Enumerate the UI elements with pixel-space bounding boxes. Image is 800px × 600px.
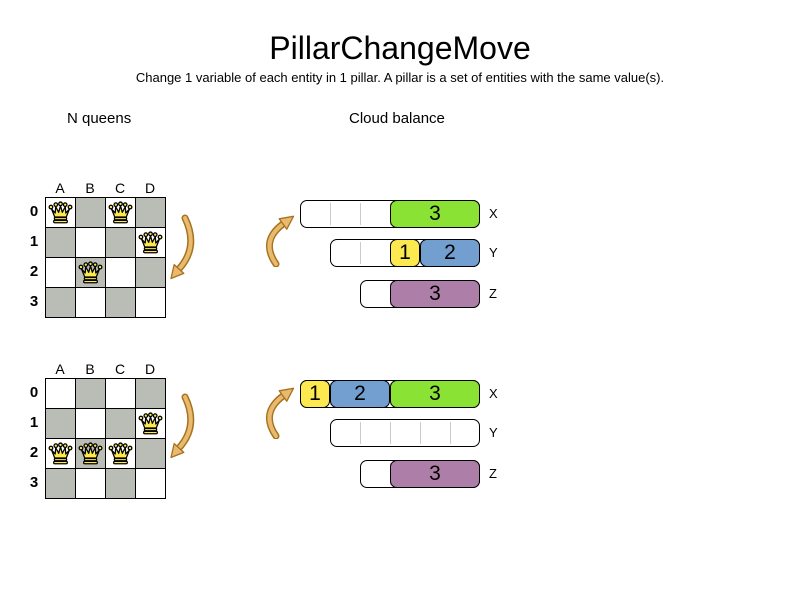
queen-icon: [138, 412, 163, 435]
computer-label-Y: Y: [489, 425, 498, 440]
board-cell-A0: [46, 379, 75, 408]
slot-divider: [359, 242, 361, 264]
board-cell-A2: [46, 258, 75, 287]
slot-divider: [389, 422, 391, 444]
queen-icon: [48, 201, 73, 224]
column-header-C: C: [114, 180, 126, 196]
board-cell-A1: [46, 409, 75, 438]
queen-icon: [78, 442, 103, 465]
row-label-0: 0: [29, 203, 39, 220]
nqueens-board-after: A B C D 0 1 2 3: [25, 361, 175, 502]
pillar-move-down-arrow-after: [170, 393, 195, 459]
process-block-1: 1: [390, 239, 420, 267]
board-cell-C2: [106, 439, 135, 468]
computer-label-Z: Z: [489, 286, 497, 301]
queen-icon: [108, 442, 133, 465]
row-label-3: 3: [29, 474, 39, 491]
queen-icon: [78, 261, 103, 284]
board-cell-D2: [136, 258, 165, 287]
board-cell-D1: [136, 228, 165, 257]
computer-label-X: X: [489, 206, 498, 221]
column-header-B: B: [85, 180, 95, 196]
process-block-1: 1: [300, 380, 330, 408]
slot-divider: [419, 422, 421, 444]
board-cell-D3: [136, 288, 165, 317]
board-cell-D0: [136, 198, 165, 227]
cloud-section-label: Cloud balance: [349, 110, 445, 127]
chessboard: [45, 197, 166, 318]
column-header-A: A: [55, 180, 65, 196]
column-header-D: D: [144, 361, 156, 377]
column-header-C: C: [114, 361, 126, 377]
board-cell-A1: [46, 228, 75, 257]
queen-icon: [138, 231, 163, 254]
board-cell-A3: [46, 469, 75, 498]
column-header-A: A: [55, 361, 65, 377]
board-cell-C0: [106, 198, 135, 227]
computer-bar-Y: [330, 419, 480, 447]
board-cell-B3: [76, 469, 105, 498]
board-cell-C3: [106, 288, 135, 317]
process-block-2: 2: [420, 239, 480, 267]
computer-label-Y: Y: [489, 245, 498, 260]
row-label-0: 0: [29, 384, 39, 401]
board-cell-B0: [76, 198, 105, 227]
row-label-1: 1: [29, 414, 39, 431]
board-cell-B1: [76, 228, 105, 257]
row-label-2: 2: [29, 444, 39, 461]
board-cell-D2: [136, 439, 165, 468]
process-block-2: 2: [330, 380, 390, 408]
computer-label-X: X: [489, 386, 498, 401]
slot-divider: [359, 422, 361, 444]
row-label-1: 1: [29, 233, 39, 250]
process-block-3: 3: [390, 200, 480, 228]
board-cell-A2: [46, 439, 75, 468]
process-block-3: 3: [390, 460, 480, 488]
pillar-move-down-arrow-before: [170, 214, 195, 280]
slot-divider: [329, 203, 331, 225]
chessboard: [45, 378, 166, 499]
row-label-2: 2: [29, 263, 39, 280]
column-header-B: B: [85, 361, 95, 377]
board-cell-B0: [76, 379, 105, 408]
computer-label-Z: Z: [489, 466, 497, 481]
board-cell-C1: [106, 409, 135, 438]
queen-icon: [48, 442, 73, 465]
pillar-move-up-arrow-before: [265, 215, 295, 267]
board-cell-A3: [46, 288, 75, 317]
board-cell-C3: [106, 469, 135, 498]
column-header-D: D: [144, 180, 156, 196]
board-cell-D0: [136, 379, 165, 408]
page-title: PillarChangeMove: [269, 30, 531, 66]
board-cell-D1: [136, 409, 165, 438]
pillar-move-up-arrow-after: [265, 387, 295, 439]
nqueens-section-label: N queens: [67, 110, 132, 127]
board-cell-D3: [136, 469, 165, 498]
board-cell-C2: [106, 258, 135, 287]
process-block-3: 3: [390, 280, 480, 308]
queen-icon: [108, 201, 133, 224]
board-cell-B2: [76, 258, 105, 287]
board-cell-A0: [46, 198, 75, 227]
slot-divider: [449, 422, 451, 444]
board-cell-C0: [106, 379, 135, 408]
slot-divider: [359, 203, 361, 225]
row-label-3: 3: [29, 293, 39, 310]
board-cell-B1: [76, 409, 105, 438]
nqueens-board-before: A B C D 0 1 2 3: [25, 180, 175, 321]
board-cell-B3: [76, 288, 105, 317]
process-block-3: 3: [390, 380, 480, 408]
page-subtitle: Change 1 variable of each entity in 1 pi…: [135, 70, 665, 85]
board-cell-B2: [76, 439, 105, 468]
board-cell-C1: [106, 228, 135, 257]
